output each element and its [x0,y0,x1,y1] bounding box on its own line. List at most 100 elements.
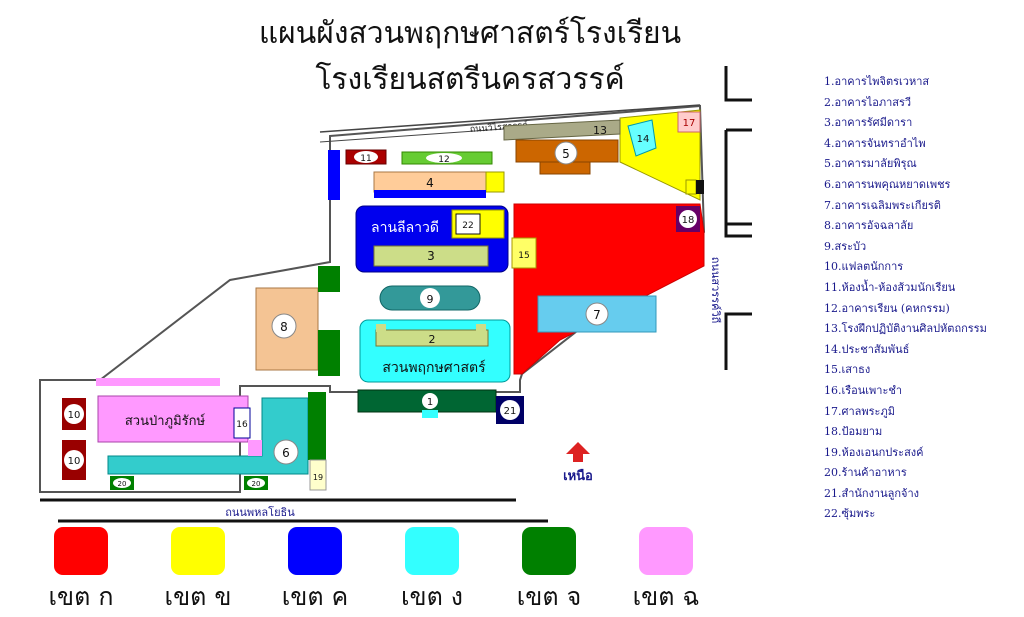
marker-7-label: 7 [593,308,601,322]
flagpole-15-area [511,237,537,269]
building-4-yellow [485,171,505,193]
marker-20a-label: 20 [118,480,127,488]
marker-11 [354,151,378,163]
east-road-label: ถนนสวรรค์วิถี [709,257,722,324]
building-1-porch [422,410,438,418]
marker-7 [585,302,609,326]
marker-17-label: 17 [683,118,696,129]
legend-item: 16.เรือนเพาะชำ [824,383,903,397]
marker-14-label: 14 [637,134,650,145]
pink-strip-south [248,440,262,456]
zone-swatch [171,527,225,575]
legend-item: 10.แฟลตนักการ [824,260,904,274]
shrine-22 [455,213,481,235]
marker-5-label: 5 [562,147,570,161]
marker-1-label: 1 [427,397,433,408]
east-road-line-5 [724,312,752,370]
legend-item: 6.อาคารนพคุณหยาดเพชร [824,177,951,191]
marker-20a [113,478,131,488]
legend-item: 2.อาคารไอภาสรวี [824,95,912,109]
legend-item: 8.อาคารอัจฉลาลัย [824,219,914,233]
green-area-west-1 [318,266,340,292]
marker-18 [679,210,697,228]
legend-item: 4.อาคารจันทราอำไพ [824,136,926,150]
zone-label: เขต ค [281,582,349,611]
marker-1 [422,393,438,409]
zone-label: เขต ข [164,582,232,611]
legend-item: 17.ศาลพระภูมิ [824,404,895,418]
zone-swatch [405,527,459,575]
marker-22-label: 22 [462,221,473,231]
small-building-black [696,180,704,194]
school-name: โรงเรียนสตรีนครสวรรค์ [315,62,625,97]
zone-swatch [639,527,693,575]
legend-item: 9.สระบัว [824,239,867,253]
forest-garden-label: สวนป่าภูมิรักษ์ [125,413,206,429]
east-road-line-1 [724,66,752,102]
legend-item: 22.ซุ้มพระ [824,507,876,521]
north-road-line-1 [319,104,701,133]
south-road-label: ถนนพหลโยธิน [225,505,295,519]
green-area-south [308,392,326,460]
legend-item: 11.ห้องน้ำ-ห้องส้วมนักเรียน [824,280,956,294]
legend-item: 7.อาคารเฉลิมพระเกียรติ [824,198,941,212]
marker-6-label: 6 [282,446,290,460]
north-arrow-icon [566,442,590,462]
zone-label: เขต จ [516,582,582,611]
building-3 [373,245,489,267]
legend-item: 21.สำนักงานลูกจ้าง [824,486,920,500]
marker-8-label: 8 [280,320,288,334]
marker-10a [64,404,84,424]
building-2-tab-left [376,324,386,332]
marker-16-label: 16 [236,420,248,430]
zone-label: เขต ฉ [632,582,700,611]
legend-item: 12.อาคารเรียน (คหกรรม) [824,301,950,315]
small-building-yellow [685,179,697,195]
zone-swatch [54,527,108,575]
zone-label: เขต ง [400,582,464,611]
lan-leelawadee-label: ลานลีลาวดี [371,220,439,236]
marker-10a-label: 10 [68,410,81,421]
marker-21 [500,400,520,420]
botanical-garden-label: สวนพฤกษศาสตร์ [382,359,486,376]
marker-8 [271,313,297,339]
marker-18-label: 18 [682,215,695,226]
marker-12 [426,153,462,163]
zone-label: เขต ก [48,582,114,611]
marker-2-label: 2 [429,333,436,346]
legend-item: 5.อาคารมาลัยพิรุณ [824,157,917,171]
legend-item: 20.ร้านค้าอาหาร [824,466,907,480]
marker-10b-label: 10 [68,456,81,467]
marker-20b-label: 20 [252,480,261,488]
marker-12-label: 12 [438,155,449,165]
marker-15-label: 15 [518,251,529,261]
legend-item: 3.อาคารรัศมีดารา [824,116,913,130]
zone-swatch [288,527,342,575]
marker-19-label: 19 [313,473,323,482]
shrine-17 [677,111,701,133]
building-14 [627,119,657,157]
marker-5 [554,141,578,165]
marker-10b [64,450,84,470]
red-zone-area [513,203,705,375]
building-13 [503,119,621,141]
marker-4-label: 4 [426,176,434,190]
legend-item: 1.อาคารไพจิตรเวหาส [824,75,930,88]
legend-list: 1.อาคารไพจิตรเวหาส 2.อาคารไอภาสรวี 3.อาคาร… [824,72,1024,525]
pink-strip [96,378,220,386]
building-2-tab-right [476,324,486,332]
map-title: แผนผังสวนพฤกษศาสตร์โรงเรียน [258,16,682,51]
marker-9-label: 9 [427,293,434,306]
blue-strip-north [328,150,340,200]
marker-6 [273,439,299,465]
room-19 [309,459,327,491]
north-label: เหนือ [563,468,593,484]
legend-item: 19.ห้องเอนกประสงค์ [824,445,924,459]
legend-item: 13.โรงฝึกปฏิบัติงานศิลปหัตถกรรม [824,322,987,336]
legend-item: 14.ประชาสัมพันธ์ [824,342,910,356]
marker-13-label: 13 [593,124,607,137]
marker-11-label: 11 [360,154,371,164]
legend-item: 15.เสาธง [824,363,871,377]
forest-garden-zone [97,395,249,443]
